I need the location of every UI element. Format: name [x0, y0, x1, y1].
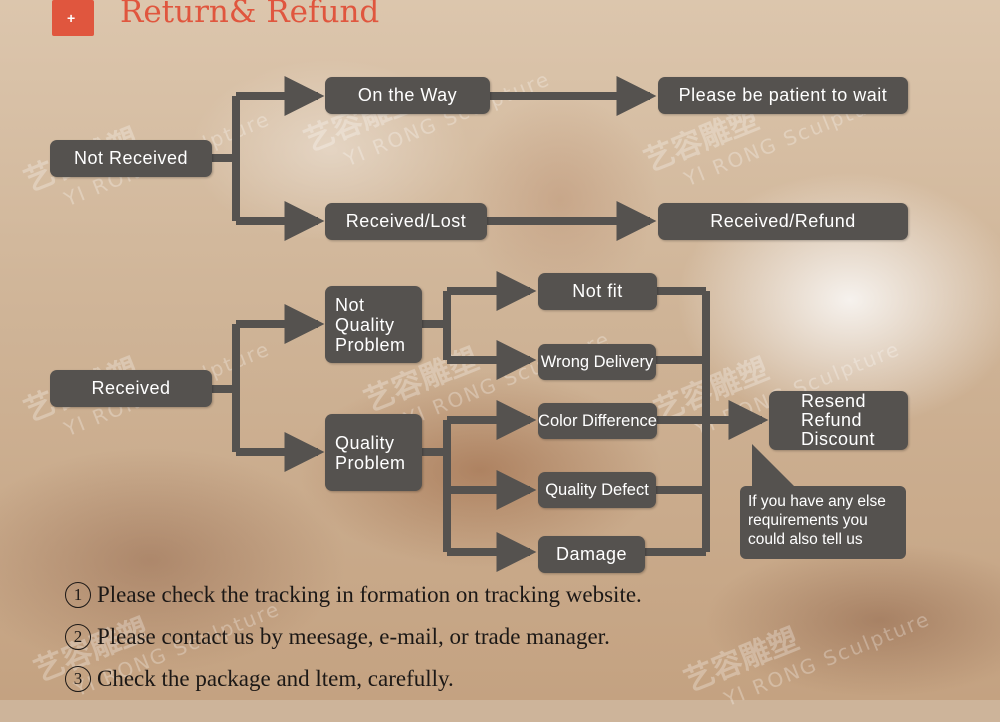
node-outcome: Resend Refund Discount	[769, 391, 908, 450]
note-number: 1	[65, 582, 91, 608]
node-not-received: Not Received	[50, 140, 212, 177]
note-text: Please contact us by meesage, e-mail, or…	[97, 624, 610, 649]
node-please-wait: Please be patient to wait	[658, 77, 908, 114]
node-received-lost: Received/Lost	[325, 203, 487, 240]
node-not-fit: Not fit	[538, 273, 657, 310]
node-line: Quality	[335, 432, 395, 453]
callout-line: If you have any else	[748, 493, 886, 510]
note-text: Please check the tracking in formation o…	[97, 582, 642, 607]
speech-callout: If you have any else requirements you co…	[740, 486, 906, 559]
note-number: 3	[65, 666, 91, 692]
node-color-difference: Color Difference	[538, 403, 657, 439]
node-damage: Damage	[538, 536, 645, 573]
node-line: Not	[335, 294, 365, 315]
note-2: 2 Please contact us by meesage, e-mail, …	[65, 624, 610, 650]
flow-connectors	[212, 76, 769, 572]
node-received: Received	[50, 370, 212, 407]
note-1: 1 Please check the tracking in formation…	[65, 582, 642, 608]
node-line: Problem	[335, 452, 406, 473]
node-wrong-delivery: Wrong Delivery	[538, 344, 656, 380]
package-icon	[52, 0, 94, 36]
node-line: Quality	[335, 314, 395, 335]
callout-line: requirements you	[748, 512, 868, 529]
note-number: 2	[65, 624, 91, 650]
page-title: Return& Refund	[120, 0, 380, 30]
node-line: Discount	[801, 429, 876, 449]
node-not-quality-problem: Not Quality Problem	[325, 286, 422, 363]
node-on-the-way: On the Way	[325, 77, 490, 114]
node-quality-defect: Quality Defect	[538, 472, 656, 508]
node-line: Refund	[801, 410, 863, 430]
node-line: Problem	[335, 334, 406, 355]
node-quality-problem: Quality Problem	[325, 414, 422, 491]
callout-tail	[752, 444, 796, 488]
note-text: Check the package and ltem, carefully.	[97, 666, 454, 691]
node-received-refund: Received/Refund	[658, 203, 908, 240]
note-3: 3 Check the package and ltem, carefully.	[65, 666, 454, 692]
callout-line: could also tell us	[748, 531, 863, 548]
node-line: Resend	[801, 391, 867, 411]
